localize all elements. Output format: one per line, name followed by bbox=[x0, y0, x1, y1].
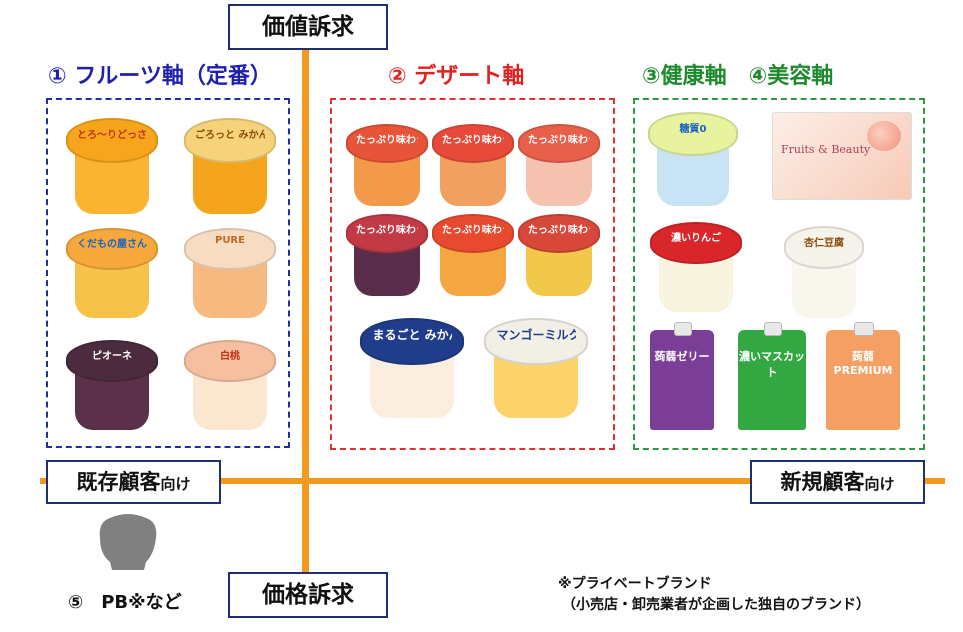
axis-right-label-main: 新規顧客 bbox=[780, 470, 865, 494]
health-product-7: 蒟蒻 PREMIUM bbox=[826, 322, 900, 430]
category-dessert-title: ② デザート軸 bbox=[388, 64, 525, 89]
axis-left-label: 既存顧客向け bbox=[46, 460, 221, 504]
peach-icon bbox=[867, 121, 901, 151]
product-name: たっぷり味わう bbox=[441, 224, 504, 236]
product-name: 濃いりんご bbox=[670, 233, 721, 245]
fruit-product-5: ピオーネ bbox=[66, 340, 158, 432]
product-name: たっぷり味わう bbox=[441, 134, 504, 146]
axis-bottom-label: 価格訴求 bbox=[228, 572, 388, 618]
cup-lid bbox=[518, 214, 600, 253]
axis-right-label-suffix: 向け bbox=[864, 475, 895, 493]
health-product-6: 濃いマスカット bbox=[738, 322, 806, 430]
axis-right-label: 新規顧客向け bbox=[750, 460, 925, 504]
cup-lid bbox=[346, 124, 428, 163]
product-name: たっぷり味わう bbox=[355, 224, 418, 236]
pouch-cap bbox=[674, 322, 692, 336]
cup-lid bbox=[360, 318, 464, 365]
health-product-2: Fruits & Beauty bbox=[772, 112, 912, 200]
cup-lid bbox=[518, 124, 600, 163]
jelly-pouch: 蒟蒻 PREMIUM bbox=[826, 322, 900, 430]
fruit-product-2: ごろっと みかん bbox=[184, 118, 276, 216]
supplement-box: Fruits & Beauty bbox=[772, 112, 912, 200]
cup-lid bbox=[184, 340, 276, 383]
dessert-group-box bbox=[330, 98, 615, 450]
dessert-product-1: たっぷり味わう bbox=[346, 124, 428, 208]
dessert-product-3: たっぷり味わう bbox=[518, 124, 600, 208]
cup-lid bbox=[66, 228, 158, 271]
vertical-axis bbox=[302, 38, 309, 584]
health-beauty-group-box bbox=[633, 98, 925, 450]
product-name: まるごと みかん 牛乳寒天 bbox=[372, 328, 451, 343]
cup-lid bbox=[432, 214, 514, 253]
product-name: たっぷり味わう bbox=[355, 134, 418, 146]
axis-left-label-suffix: 向け bbox=[160, 475, 191, 493]
cup-lid bbox=[650, 222, 742, 265]
product-name: PURE bbox=[214, 235, 245, 247]
product-name: ごろっと みかん bbox=[195, 129, 265, 141]
cup-lid bbox=[484, 318, 588, 365]
product-name: たっぷり味わう bbox=[527, 224, 590, 236]
pb-note-line1: ※プライベートブランド bbox=[558, 576, 712, 592]
product-name: Fruits & Beauty bbox=[781, 143, 871, 156]
cup-lid bbox=[784, 226, 864, 270]
dessert-product-8: マンゴーミルク 寒天 bbox=[484, 318, 588, 420]
fruit-product-3: くだもの屋さん bbox=[66, 228, 158, 320]
pb-cup-icon bbox=[99, 514, 157, 570]
product-name: とろ〜りどっさり みかん bbox=[77, 129, 147, 141]
dessert-product-6: たっぷり味わう bbox=[518, 214, 600, 298]
product-name: たっぷり味わう bbox=[527, 134, 590, 146]
health-product-4: 杏仁豆腐 bbox=[784, 226, 864, 320]
cup-lid bbox=[66, 118, 158, 164]
jelly-pouch: 蒟蒻ゼリー bbox=[650, 322, 714, 430]
product-name: くだもの屋さん bbox=[77, 239, 147, 251]
dessert-product-4: たっぷり味わう bbox=[346, 214, 428, 298]
pouch-cap bbox=[763, 322, 783, 336]
dessert-product-5: たっぷり味わう bbox=[432, 214, 514, 298]
fruit-product-1: とろ〜りどっさり みかん bbox=[66, 118, 158, 216]
horizontal-axis bbox=[40, 478, 945, 484]
cup-lid bbox=[346, 214, 428, 253]
product-name: 濃いマスカット bbox=[739, 350, 805, 379]
axis-left-label-main: 既存顧客 bbox=[76, 470, 161, 494]
cup-lid bbox=[184, 118, 276, 164]
dessert-product-7: まるごと みかん 牛乳寒天 bbox=[360, 318, 464, 420]
pouch-cap bbox=[854, 322, 874, 336]
axis-top-label: 価値訴求 bbox=[228, 4, 388, 50]
product-name: ピオーネ bbox=[91, 351, 132, 363]
pb-label: ⑤ PB※など bbox=[68, 592, 182, 613]
cup-lid bbox=[66, 340, 158, 383]
fruit-group-box bbox=[46, 98, 290, 448]
product-name: 糖質0 bbox=[679, 123, 707, 135]
health-product-1: 糖質0 bbox=[648, 112, 738, 208]
product-name: 白桃 bbox=[219, 351, 240, 363]
health-product-5: 蒟蒻ゼリー bbox=[650, 322, 714, 430]
fruit-product-4: PURE bbox=[184, 228, 276, 320]
product-name: 杏仁豆腐 bbox=[803, 237, 844, 249]
cup-lid bbox=[184, 228, 276, 271]
cup-lid bbox=[432, 124, 514, 163]
jelly-pouch: 濃いマスカット bbox=[738, 322, 806, 430]
cup-lid bbox=[648, 112, 738, 157]
dessert-product-2: たっぷり味わう bbox=[432, 124, 514, 208]
product-name: 蒟蒻ゼリー bbox=[654, 350, 710, 363]
category-fruit-title: ① フルーツ軸（定番） bbox=[48, 64, 272, 89]
pb-note-line2: （小売店・卸売業者が企画した独自のブランド） bbox=[562, 597, 870, 613]
fruit-product-6: 白桃 bbox=[184, 340, 276, 432]
health-product-3: 濃いりんご bbox=[650, 222, 742, 314]
product-name: 蒟蒻 PREMIUM bbox=[833, 350, 893, 377]
category-health-beauty-title: ③健康軸 ④美容軸 bbox=[642, 64, 834, 89]
product-name: マンゴーミルク 寒天 bbox=[496, 328, 576, 343]
